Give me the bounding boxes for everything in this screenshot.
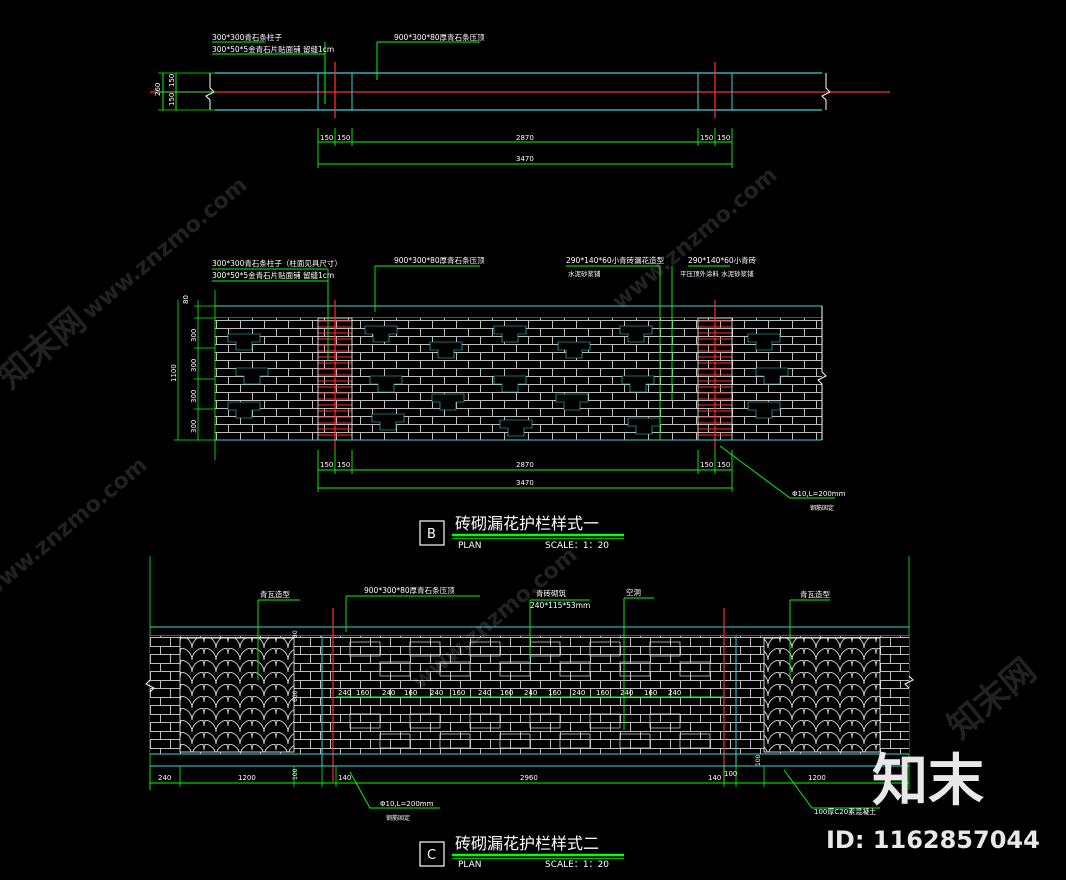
- b-note-brick-2b: 平压顶外涂料 水泥砂浆铺: [680, 269, 754, 278]
- c-dim-b5: 2960: [520, 774, 538, 782]
- b-dim-5: 150: [717, 461, 730, 469]
- title-b-scale: SCALE：1：20: [545, 541, 609, 551]
- c-row-dim-7: 240: [478, 689, 491, 697]
- b-dim-left-1: 80: [182, 295, 190, 304]
- c-row-dim-8: 160: [500, 689, 513, 697]
- plan-dim-4: 150: [700, 134, 713, 142]
- b-note-post-2: 300*50*5金青石片贴面铺 留缝1cm: [212, 270, 334, 280]
- c-note-tile-right: 青瓦造型: [800, 589, 830, 599]
- plan-dim-left-1: 150: [168, 74, 176, 87]
- c-dim-b7: 100: [724, 770, 737, 778]
- b-note-post-1: 300*300青石条柱子（柱面见具尺寸）: [212, 258, 342, 268]
- b-note-bar-sub: 钢筋固定: [810, 504, 834, 512]
- elevation-b: 80 300 300 300 300 1100 150 150 2870 150…: [170, 255, 846, 512]
- b-dim-2: 150: [337, 461, 350, 469]
- c-row-dim-3: 240: [382, 689, 395, 697]
- c-note-brick: 青砖砌筑: [536, 588, 566, 598]
- plan-view: 260 150 150 150 150 2870 150 150 3470 30…: [150, 32, 890, 168]
- watermark-text-1: www.znzmo.com: [78, 173, 252, 325]
- c-note-bar-sub: 钢筋固定: [386, 814, 410, 822]
- plan-dim-total: 3470: [516, 155, 534, 163]
- c-row-dim-4: 160: [404, 689, 417, 697]
- c-row-dim-2: 160: [356, 689, 369, 697]
- c-row-dim-12: 160: [596, 689, 609, 697]
- c-row-dim-15: 240: [668, 689, 681, 697]
- b-note-brick-1b: 水泥砂浆铺: [568, 269, 601, 278]
- c-dim-right: 100: [755, 754, 762, 766]
- c-row-dim-1: 240: [338, 689, 351, 697]
- b-dim-left-total: 1100: [170, 364, 178, 382]
- b-dim-left-4: 300: [190, 390, 198, 403]
- c-note-brick-size: 240*115*53mm: [530, 601, 590, 610]
- plan-note-post-2: 300*50*5金青石片贴面铺 留缝1cm: [212, 44, 334, 54]
- title-b-plan: PLAN: [458, 541, 482, 551]
- title-block-c: C 砖砌漏花护栏样式二 PLAN SCALE：1：20: [419, 834, 624, 870]
- b-dim-left-2: 300: [190, 329, 198, 342]
- c-note-coping: 900*300*80厚青石条压顶: [364, 585, 455, 595]
- c-row-dim-10: 160: [548, 689, 561, 697]
- b-dim-total: 3470: [516, 479, 534, 487]
- plan-note-coping: 900*300*80厚青石条压顶: [394, 32, 485, 42]
- c-row-dim-14: 160: [644, 689, 657, 697]
- image-id-label: ID: 1162857044: [826, 826, 1040, 854]
- c-dim-left-1: 80: [292, 630, 299, 638]
- b-note-brick-1: 290*140*60小青砖漏花造型: [566, 255, 665, 265]
- c-dim-b3: 100: [292, 768, 299, 780]
- plan-dim-left-total: 260: [154, 83, 162, 96]
- c-row-dim-13: 240: [620, 689, 633, 697]
- b-note-coping: 900*300*80厚青石条压顶: [394, 255, 485, 265]
- c-note-bar: Φ10,L=200mm: [380, 800, 434, 808]
- plan-note-post-1: 300*300青石条柱子: [212, 32, 282, 42]
- b-dim-3: 2870: [516, 461, 534, 469]
- b-dim-left-3: 300: [190, 359, 198, 372]
- title-b-text: 砖砌漏花护栏样式一: [455, 514, 599, 533]
- watermark-text-2: www.znzmo.com: [608, 163, 782, 315]
- title-b-marker: B: [427, 527, 436, 542]
- c-dim-b8: 1200: [808, 774, 826, 782]
- title-c-plan: PLAN: [458, 860, 482, 870]
- watermark-brand-1: 知末网: [0, 301, 94, 397]
- title-c-scale: SCALE：1：20: [545, 860, 609, 870]
- title-c-marker: C: [427, 848, 436, 863]
- c-note-hollow: 空洞: [626, 587, 641, 597]
- watermark-brand-2: 知末网: [940, 651, 1044, 747]
- c-dim-b1: 240: [158, 774, 171, 782]
- b-dim-4: 150: [700, 461, 713, 469]
- c-note-base: 100厚C20素混凝土: [814, 807, 876, 816]
- b-note-bar: Φ10,L=200mm: [792, 490, 846, 498]
- plan-dim-5: 150: [717, 134, 730, 142]
- c-dim-b4: 140: [338, 774, 351, 782]
- c-row-dim-6: 160: [452, 689, 465, 697]
- brand-logo: 知末: [872, 749, 984, 814]
- c-row-dim-11: 240: [572, 689, 585, 697]
- elevation-c: 240 1200 100 140 2960 140 100 1200 100 8…: [145, 556, 914, 822]
- b-dim-left-5: 300: [190, 420, 198, 433]
- b-note-brick-2: 290*140*60小青砖: [688, 255, 757, 265]
- c-dim-b2: 1200: [238, 774, 256, 782]
- plan-dim-left-2: 150: [168, 93, 176, 106]
- watermark-text-3: www.znzmo.com: [0, 453, 152, 605]
- plan-dim-2: 150: [337, 134, 350, 142]
- title-c-text: 砖砌漏花护栏样式二: [455, 834, 599, 853]
- c-row-dim-5: 240: [430, 689, 443, 697]
- c-note-tile-left: 青瓦造型: [260, 589, 290, 599]
- title-block-b: B 砖砌漏花护栏样式一 PLAN SCALE：1：20: [419, 514, 624, 551]
- c-row-dim-9: 240: [524, 689, 537, 697]
- c-dim-b6: 140: [708, 774, 721, 782]
- c-dim-left-2: 600: [292, 690, 299, 702]
- b-dim-1: 150: [320, 461, 333, 469]
- plan-dim-1: 150: [320, 134, 333, 142]
- plan-dim-3: 2870: [516, 134, 534, 142]
